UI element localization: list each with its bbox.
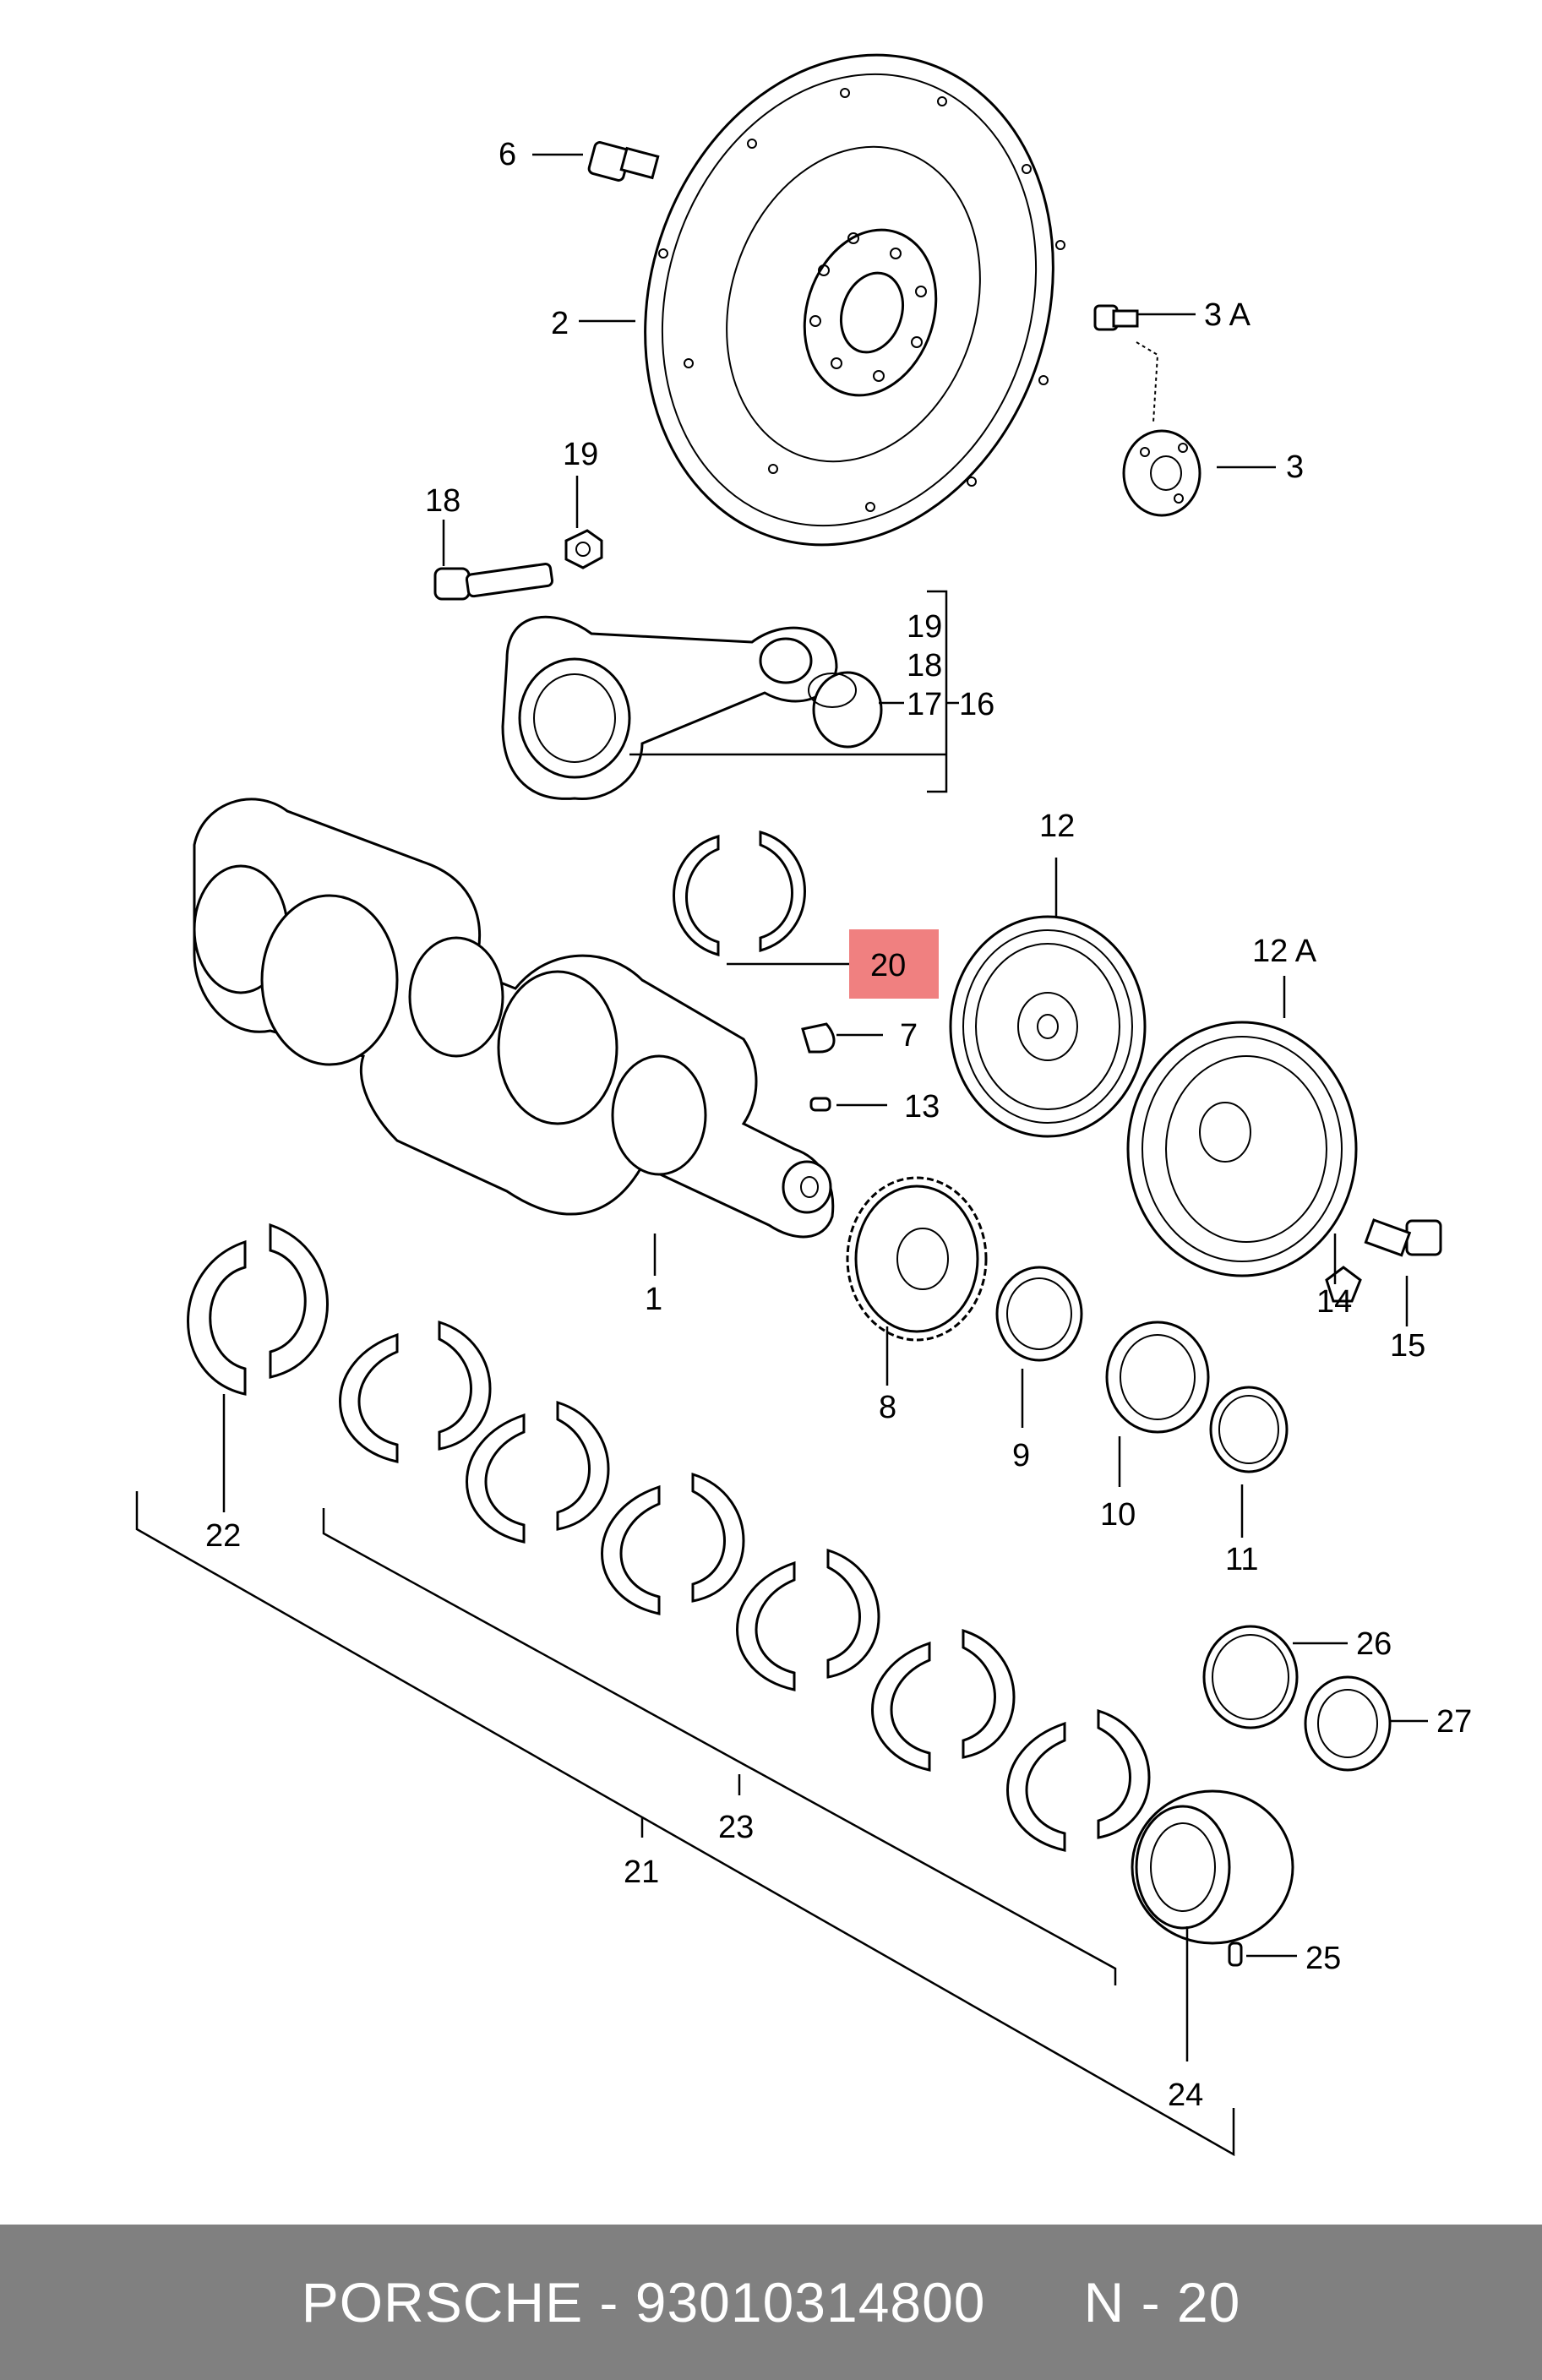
separator: - <box>583 2271 635 2334</box>
callout-3: 3 <box>1286 449 1304 485</box>
callout-19-set: 19 <box>907 609 942 645</box>
callout-23: 23 <box>718 1810 754 1845</box>
footer-bar: PORSCHE - 93010314800 N - 20 <box>0 2225 1542 2380</box>
part-number: 93010314800 <box>635 2271 986 2334</box>
bearing-shells-part-23[interactable] <box>322 1320 1151 1985</box>
callout-19: 19 <box>563 437 598 472</box>
callout-16: 16 <box>959 687 994 722</box>
callout-27: 27 <box>1436 1704 1472 1740</box>
pulley-part-12a[interactable] <box>1126 976 1358 1277</box>
callout-13: 13 <box>904 1089 940 1125</box>
pulley-part-12[interactable] <box>949 858 1147 1138</box>
dowel-part-25[interactable] <box>1228 1942 1297 1967</box>
connecting-rod-part-16[interactable] <box>501 615 838 801</box>
main-bearing-part-24[interactable] <box>1131 1789 1294 2061</box>
bolt-part-6[interactable] <box>532 141 660 182</box>
seal-part-27[interactable] <box>1304 1675 1428 1772</box>
callout-3a: 3 A <box>1204 297 1251 333</box>
washer-part-14[interactable] <box>1325 1234 1362 1303</box>
rod-bolt-part-18[interactable] <box>433 520 554 601</box>
flywheel-part-2[interactable] <box>583 2 1114 598</box>
parts-diagram: 6 2 3 A 3 19 18 19 18 17 16 12 12 A 20 7… <box>135 2 1472 2157</box>
footer-caption: PORSCHE - 93010314800 N - 20 <box>0 2225 1542 2380</box>
callout-26: 26 <box>1356 1626 1392 1662</box>
highlight-box <box>849 929 939 999</box>
bearing-part-22[interactable] <box>187 1223 329 1512</box>
callout-14: 14 <box>1316 1284 1352 1320</box>
o-ring-part-26[interactable] <box>1202 1625 1348 1729</box>
callout-10: 10 <box>1100 1497 1136 1533</box>
callout-12a: 12 A <box>1252 934 1317 969</box>
callout-9: 9 <box>1012 1438 1030 1473</box>
bolt-part-15[interactable] <box>1364 1218 1442 1326</box>
diagram-position: N - 20 <box>1083 2271 1241 2334</box>
callout-25: 25 <box>1305 1941 1341 1976</box>
crankshaft-part-1[interactable] <box>193 798 835 1276</box>
callout-18: 18 <box>425 483 460 519</box>
pin-part-13[interactable] <box>809 1097 887 1112</box>
gear-part-8[interactable] <box>846 1176 988 1386</box>
callout-15: 15 <box>1390 1328 1425 1364</box>
thrust-washers-part-20[interactable] <box>673 831 940 999</box>
callout-18-set: 18 <box>907 648 942 684</box>
bearing-bracket-part-21 <box>135 1491 1235 2157</box>
callout-7: 7 <box>900 1018 918 1054</box>
seal-part-9[interactable] <box>995 1266 1083 1428</box>
callout-12: 12 <box>1039 809 1075 844</box>
callout-11: 11 <box>1225 1542 1258 1577</box>
callout-22: 22 <box>205 1518 241 1554</box>
snap-ring-part-11[interactable] <box>1209 1386 1289 1538</box>
callout-2: 2 <box>551 306 569 341</box>
brand-name: PORSCHE <box>301 2271 584 2334</box>
callout-21: 21 <box>624 1854 659 1890</box>
woodruff-key-part-7[interactable] <box>801 1022 883 1054</box>
flange-part-3[interactable] <box>1122 429 1276 517</box>
seal-part-10[interactable] <box>1105 1321 1210 1487</box>
callout-8: 8 <box>879 1390 896 1425</box>
callout-20: 20 <box>870 948 906 983</box>
rod-nut-part-19[interactable] <box>564 476 603 569</box>
bushing-part-17[interactable] <box>808 671 904 749</box>
rod-bracket <box>629 590 959 793</box>
callout-1: 1 <box>645 1282 662 1317</box>
callout-6: 6 <box>499 137 516 172</box>
bolt-part-3a[interactable] <box>1093 304 1196 423</box>
callout-24: 24 <box>1168 2078 1203 2113</box>
callout-17: 17 <box>907 687 942 722</box>
